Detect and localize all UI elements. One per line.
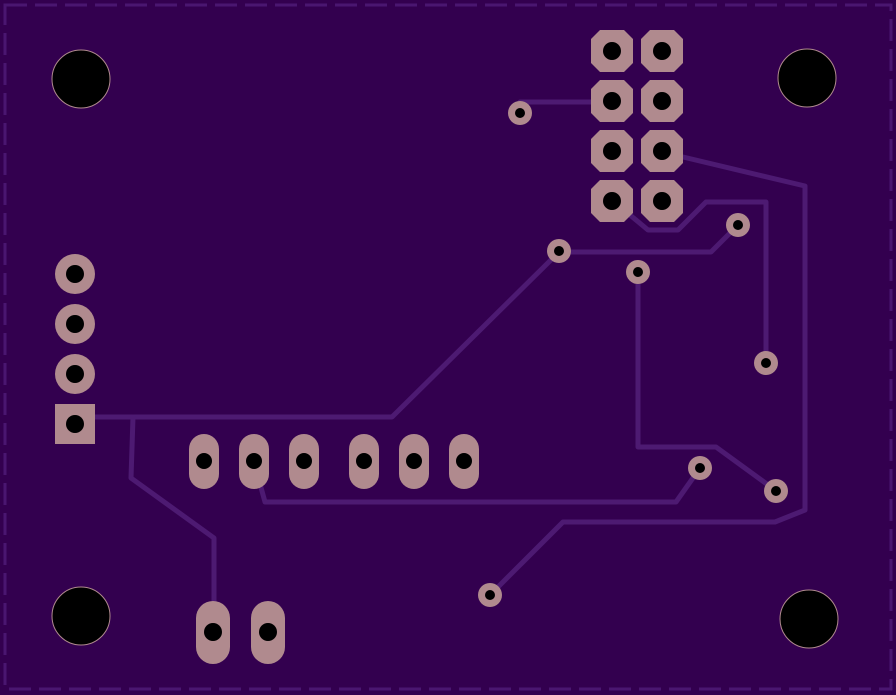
pad-drill (406, 453, 422, 469)
pad-drill (356, 453, 372, 469)
mounting-hole (51, 49, 111, 109)
via-drill (761, 358, 771, 368)
board-outline (3, 3, 893, 691)
pin-drill (66, 265, 84, 283)
mounting-hole (51, 586, 111, 646)
trace-via-pair (556, 222, 741, 255)
trace-vertical-via (635, 269, 778, 493)
pad-drill (296, 453, 312, 469)
trace-header-right-loop (487, 149, 808, 598)
pin-drill (653, 142, 671, 160)
mounting-hole (779, 589, 839, 649)
trace-header-bottom (609, 197, 769, 366)
via-drill (515, 108, 525, 118)
via-drill (733, 220, 743, 230)
pin-drill (66, 415, 84, 433)
pin-drill (603, 42, 621, 60)
header-2x4 (591, 30, 683, 222)
header-1x4 (55, 254, 95, 444)
pad-drill (456, 453, 472, 469)
pin-drill (603, 92, 621, 110)
via-drill (695, 463, 705, 473)
pad-drill (246, 453, 262, 469)
vias (478, 101, 788, 607)
pin-drill (603, 142, 621, 160)
via-drill (554, 246, 564, 256)
pin-drill (66, 315, 84, 333)
via-drill (633, 267, 643, 277)
mounting-hole (777, 48, 837, 108)
pad-drill (259, 623, 277, 641)
trace-diagonal (72, 249, 562, 420)
via-drill (771, 486, 781, 496)
copper-traces (72, 99, 808, 635)
pin-drill (603, 192, 621, 210)
pad-drill (196, 453, 212, 469)
trace-left-down (128, 414, 217, 635)
pin-drill (66, 365, 84, 383)
pin-drill (653, 92, 671, 110)
via-drill (485, 590, 495, 600)
inline-pads-row (189, 434, 479, 489)
pad-drill (204, 623, 222, 641)
pin-drill (653, 192, 671, 210)
pin-drill (653, 42, 671, 60)
bottom-pads (196, 601, 285, 664)
mounting-holes (51, 48, 839, 649)
